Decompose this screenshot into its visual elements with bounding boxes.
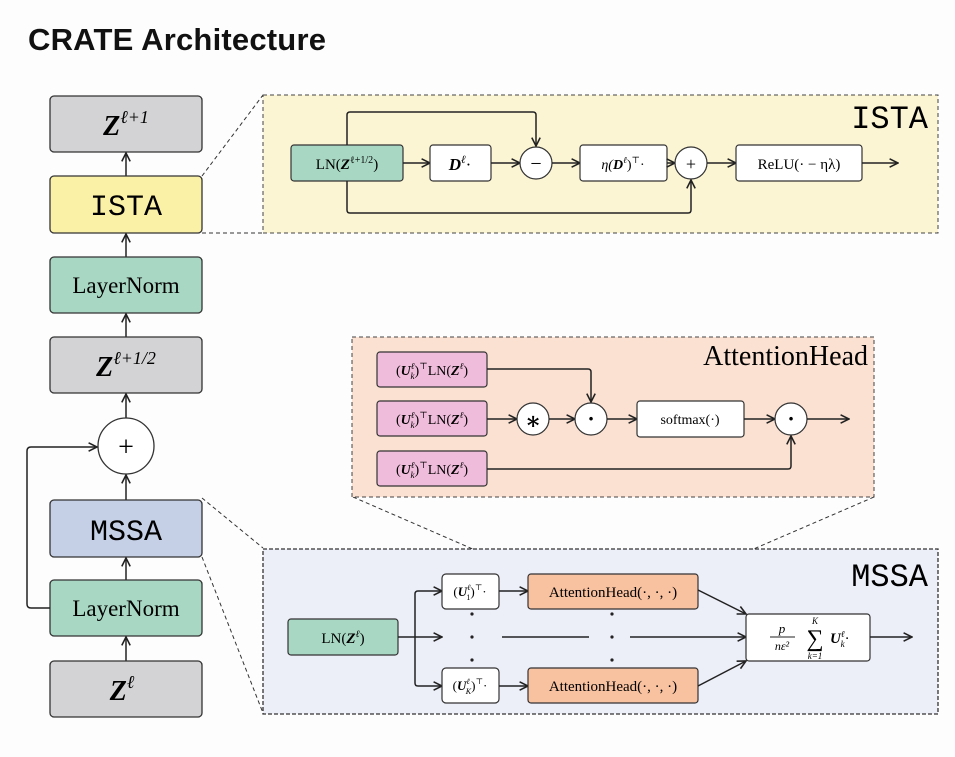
ista-block-label: ISTA: [90, 191, 162, 225]
arrow-value-to-dot: [487, 436, 791, 470]
mssa-ln-input-label: LN(Zℓ): [321, 629, 364, 647]
projection-ellipsis: [470, 612, 474, 662]
arrow-head-first-to-sum: [697, 589, 746, 614]
ellipsis-dot: [610, 658, 614, 662]
z-in-label: Zℓ: [109, 672, 135, 707]
ellipsis-dot: [470, 635, 474, 639]
subtract-symbol: −: [530, 153, 541, 175]
ista-plus-symbol: +: [686, 154, 696, 174]
attention-head-last-label: AttentionHead(·, ·, ·): [549, 679, 677, 695]
dot-symbol-2: ·: [787, 406, 794, 431]
ellipsis-dot: [470, 658, 474, 662]
residual-skip-connection: [26, 447, 97, 609]
mssa-connector-bottom: [201, 556, 264, 714]
skip-ln-to-minus: [346, 111, 536, 146]
dictionary-op-label: Dℓ·: [448, 154, 472, 174]
z-half-label: Zℓ+1/2: [95, 348, 156, 383]
arrow-head-last-to-sum: [697, 661, 746, 687]
star-symbol: ∗: [525, 409, 542, 435]
arrow-ln-to-proj-first: [414, 591, 442, 637]
z-in-box: [49, 660, 203, 718]
relu-label: ReLU(· − ηλ): [758, 157, 841, 173]
fraction-denominator: nε²: [775, 639, 790, 653]
sum-lower-limit: k=1: [808, 651, 823, 661]
page-title: CRATE Architecture: [28, 22, 327, 57]
attention-panel-title: AttentionHead: [703, 341, 868, 372]
zoom-connectors: [201, 94, 875, 714]
arrow-query-to-dot: [487, 368, 591, 402]
attention-connector-right: [697, 496, 875, 574]
sum-symbol: ∑: [806, 626, 823, 652]
fraction-numerator: p: [778, 621, 786, 636]
mssa-block-label: MSSA: [90, 516, 162, 550]
skip-ln-to-plus: [346, 180, 691, 214]
z-next-label: Zℓ+1: [102, 107, 149, 142]
ellipsis-dot: [610, 635, 614, 639]
gradient-step-label: η(Dℓ)⊤·: [601, 155, 644, 173]
head-ellipsis: [610, 612, 614, 662]
ista-panel: ISTA LN(Zℓ+1/2) Dℓ· − η(Dℓ)⊤· + ReLU(· −…: [262, 94, 939, 234]
mssa-connector-top: [201, 497, 264, 549]
ista-ln-input-label: LN(Zℓ+1/2): [316, 155, 378, 173]
attention-head-first-label: AttentionHead(·, ·, ·): [549, 585, 677, 601]
attention-head-first-box[interactable]: [527, 573, 699, 610]
mssa-panel-title: MSSA: [851, 559, 929, 596]
main-stack: Zℓ+1 ISTA LayerNorm Zℓ+1/2 + MSSA LayerN…: [26, 95, 203, 718]
ellipsis-dot: [610, 612, 614, 616]
ellipsis-dot: [470, 612, 474, 616]
softmax-label: softmax(·): [660, 413, 719, 428]
arrow-ln-to-proj-last: [414, 637, 442, 686]
ista-connector-top: [201, 94, 264, 177]
ista-panel-title: ISTA: [851, 101, 929, 138]
layernorm-bottom-label: LayerNorm: [72, 596, 179, 621]
attention-connector-left: [352, 496, 529, 574]
dot-symbol-1: ·: [587, 406, 594, 431]
residual-plus-symbol: +: [118, 432, 134, 463]
layernorm-top-label: LayerNorm: [72, 273, 179, 298]
sum-upper-limit: K: [811, 616, 819, 626]
